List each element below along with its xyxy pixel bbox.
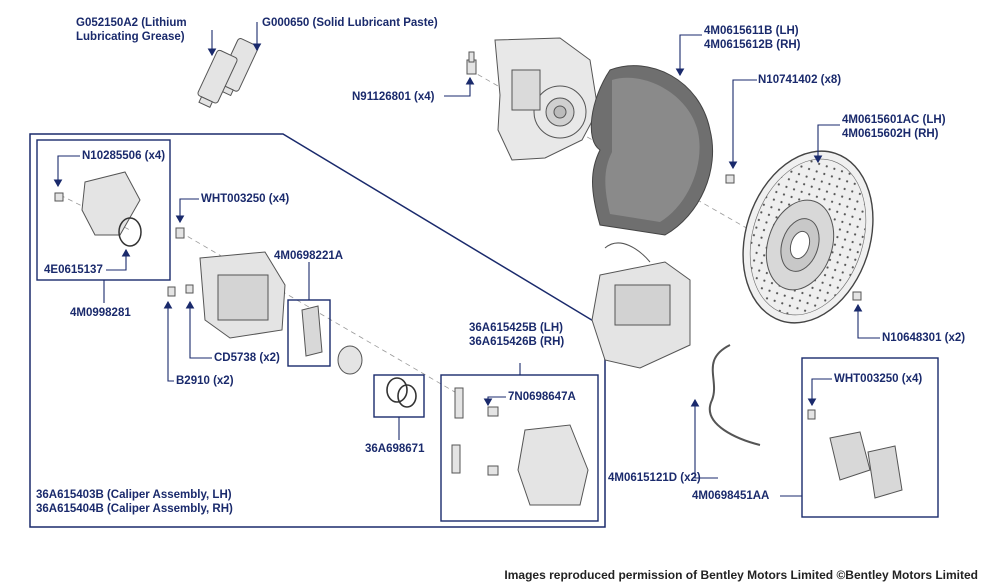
label-pad-bolt: WHT003250 (x4) (834, 373, 923, 385)
label-grease: G052150A2 (Lithium Lubricating Grease) (76, 17, 187, 43)
label-caliper-lh: 36A615403B (Caliper Assembly, LH) (36, 489, 232, 501)
copyright-footer: Images reproduced permission of Bentley … (504, 568, 978, 582)
shield-bolt (725, 174, 735, 184)
label-sensor-wire: 4M0615121D (x2) (608, 472, 701, 484)
caliper-body (199, 251, 286, 339)
label-shield-lh: 4M0615611B (LH) (704, 25, 799, 37)
label-hub-bolt: N91126801 (x4) (352, 91, 435, 103)
brake-pads (829, 431, 903, 499)
label-disc-lh: 4M0615601AC (LH) (842, 114, 946, 126)
bleed-cap (185, 284, 194, 294)
caliper-assembly-frame (29, 133, 606, 528)
carrier-bolts (451, 387, 499, 476)
disc-screw (852, 291, 862, 301)
label-shield-rh: 4M0615612B (RH) (704, 39, 801, 51)
label-disc-rh: 4M0615602H (RH) (842, 128, 939, 140)
label-seal-kit: 36A698671 (365, 443, 425, 455)
label-disc-screw: N10648301 (x2) (882, 332, 966, 344)
label-motor-unit: 4M0998281 (70, 307, 131, 319)
brake-disc (742, 150, 874, 324)
label-carrier-lh: 36A615425B (LH) (469, 322, 563, 334)
label-caliper-rh: 36A615404B (Caliper Assembly, RH) (36, 503, 233, 515)
motor-screw (54, 192, 64, 202)
pad-bolt (807, 409, 816, 420)
label-motor-seal: 4E0615137 (44, 264, 103, 276)
label-bleed-cap: CD5738 (x2) (214, 352, 280, 364)
wheel-hub-knuckle (494, 37, 599, 161)
brake-pads-frame (801, 357, 939, 518)
pad-kit (301, 305, 323, 357)
piston-seal (386, 377, 408, 403)
mounted-caliper (591, 242, 691, 369)
leader-lines (53, 22, 880, 497)
label-motor-screw: N10285506 (x4) (82, 150, 166, 162)
piston (337, 345, 363, 375)
label-carrier-bolt: 7N0698647A (508, 391, 576, 403)
bleed-screw (167, 286, 176, 297)
label-shield-bolt: N10741402 (x8) (758, 74, 842, 86)
caliper-carrier (517, 424, 589, 506)
caliper-bolt (175, 227, 185, 239)
label-caliper-bolt: WHT003250 (x4) (201, 193, 290, 205)
hub-bolt (466, 51, 477, 75)
label-carrier-rh: 36A615426B (RH) (469, 336, 565, 348)
parking-brake-motor (81, 171, 142, 247)
dust-shield (590, 65, 714, 236)
label-pad-set: 4M0698451AA (692, 490, 770, 502)
wear-sensor-wire (708, 344, 761, 446)
label-paste: G000650 (Solid Lubricant Paste) (262, 17, 438, 29)
label-pad-kit: 4M0698221A (274, 250, 344, 262)
label-bleed-screw: B2910 (x2) (176, 375, 234, 387)
grease-tubes (197, 38, 259, 108)
